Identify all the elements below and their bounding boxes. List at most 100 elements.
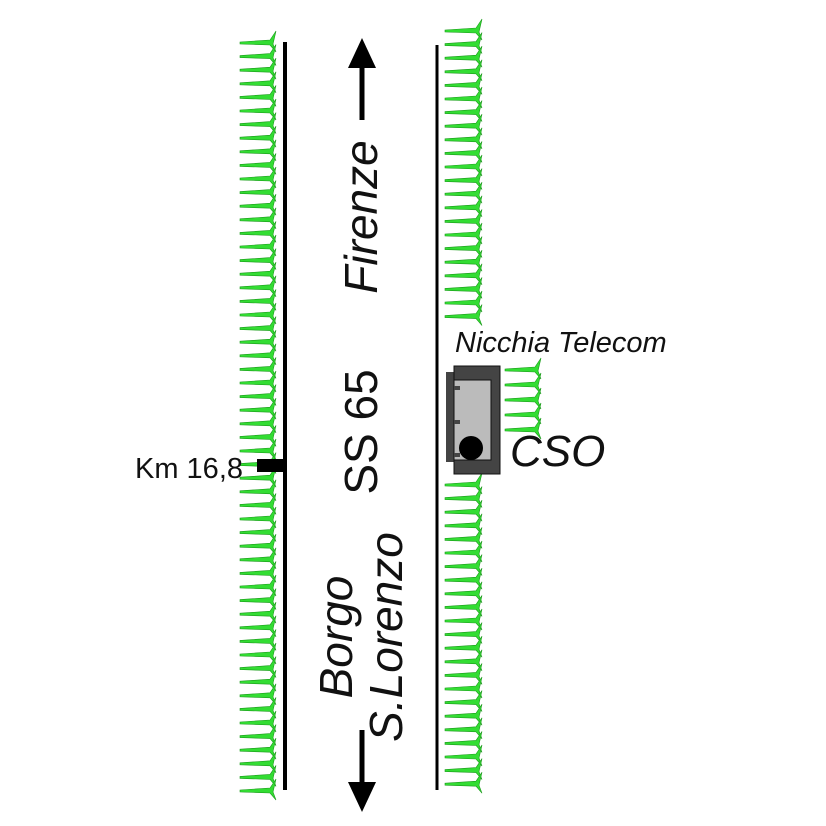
grass-tuft (444, 250, 483, 272)
grass-tuft (239, 398, 277, 420)
grass-tuft (239, 683, 277, 705)
grass-tuft (444, 704, 483, 726)
grass-tuft (444, 73, 483, 95)
grass-tuft (444, 263, 483, 285)
grass-tuft (239, 534, 277, 556)
grass-tuft (444, 277, 483, 299)
grass-tuft (239, 384, 277, 406)
grass-tuft (444, 717, 483, 739)
grass-tuft (239, 139, 277, 161)
grass-tuft (444, 18, 483, 41)
grass-tuft (444, 114, 483, 136)
grass-tuft (239, 302, 277, 325)
km-marker-label: Km 16,8 (135, 453, 243, 485)
grass-tuft (239, 44, 277, 66)
grass-tuft (239, 194, 277, 216)
grass-tuft (239, 262, 277, 284)
cso-node-icon (459, 436, 483, 460)
grass-tuft (239, 234, 277, 257)
grass-tuft (239, 289, 277, 311)
grass-tuft (239, 629, 277, 651)
grass-tuft (444, 581, 483, 603)
grass-tuft (239, 180, 277, 202)
grass-tuft (444, 513, 483, 535)
grass-tuft (444, 663, 483, 685)
grass-tuft (239, 520, 277, 542)
grass-tuft (239, 778, 277, 801)
grass-tuft (239, 98, 277, 121)
grass-tuft (444, 595, 483, 617)
grass-tuft (239, 574, 277, 597)
grass-tuft (444, 154, 483, 177)
grass-verges (239, 18, 542, 801)
grass-tuft (444, 636, 483, 658)
grass-tuft (444, 731, 483, 753)
grass-tuft (444, 236, 483, 258)
grass-tuft (239, 615, 277, 637)
grass-tuft (239, 316, 277, 338)
grass-tuft (239, 248, 277, 270)
grass-tuft (239, 724, 277, 746)
grass-tuft (239, 697, 277, 719)
grass-tuft (444, 46, 483, 68)
grass-tuft (504, 357, 542, 380)
grass-tuft (444, 486, 483, 508)
grass-tuft (504, 387, 542, 410)
grass-tuft (239, 642, 277, 665)
grass-tuft (444, 649, 483, 671)
grass-tuft (239, 330, 277, 352)
grass-tuft (444, 744, 483, 767)
grass-tuft (444, 554, 483, 576)
grass-tuft (444, 772, 483, 794)
grass-tuft (239, 547, 277, 569)
grass-tuft (239, 738, 277, 760)
grass-tuft (444, 222, 483, 245)
grass-tuft (239, 411, 277, 433)
label-cso: CSO (510, 427, 605, 476)
grass-tuft (444, 141, 483, 163)
grass-tuft (444, 527, 483, 549)
grass-tuft (239, 670, 277, 692)
grass-tuft (239, 343, 277, 365)
grass-tuft (239, 85, 277, 107)
grass-tuft (444, 622, 483, 644)
grass-tuft (239, 656, 277, 678)
arrow-down-icon (348, 730, 376, 812)
grass-tuft (444, 758, 483, 780)
label-road-ss65: SS 65 (335, 369, 387, 494)
label-firenze: Firenze (335, 140, 387, 293)
grass-tuft (444, 500, 483, 522)
grass-tuft (239, 493, 277, 515)
grass-tuft (239, 710, 277, 733)
grass-tuft (239, 58, 277, 80)
grass-tuft (504, 372, 542, 395)
cso-cabinet (446, 365, 501, 475)
arrow-up-icon (348, 38, 376, 120)
grass-tuft (444, 168, 483, 190)
grass-tuft (444, 59, 483, 81)
grass-tuft (444, 290, 483, 313)
grass-tuft (239, 765, 277, 787)
grass-tuft (444, 540, 483, 563)
grass-tuft (239, 506, 277, 529)
grass-tuft (239, 751, 277, 773)
grass-tuft (239, 357, 277, 379)
grass-tuft (239, 71, 277, 93)
grass-tuft (444, 304, 483, 326)
grass-tuft (239, 221, 277, 243)
grass-tuft (444, 608, 483, 631)
grass-tuft (239, 275, 277, 297)
label-s-lorenzo: S.Lorenzo (360, 532, 412, 742)
grass-tuft (444, 676, 483, 699)
grass-tuft (504, 417, 542, 440)
grass-tuft (239, 425, 277, 447)
grass-tuft (444, 32, 483, 54)
grass-tuft (239, 153, 277, 175)
label-borgo: Borgo (310, 576, 362, 699)
grass-tuft (504, 402, 542, 425)
grass-tuft (239, 166, 277, 189)
grass-tuft (239, 112, 277, 134)
grass-tuft (239, 370, 277, 393)
